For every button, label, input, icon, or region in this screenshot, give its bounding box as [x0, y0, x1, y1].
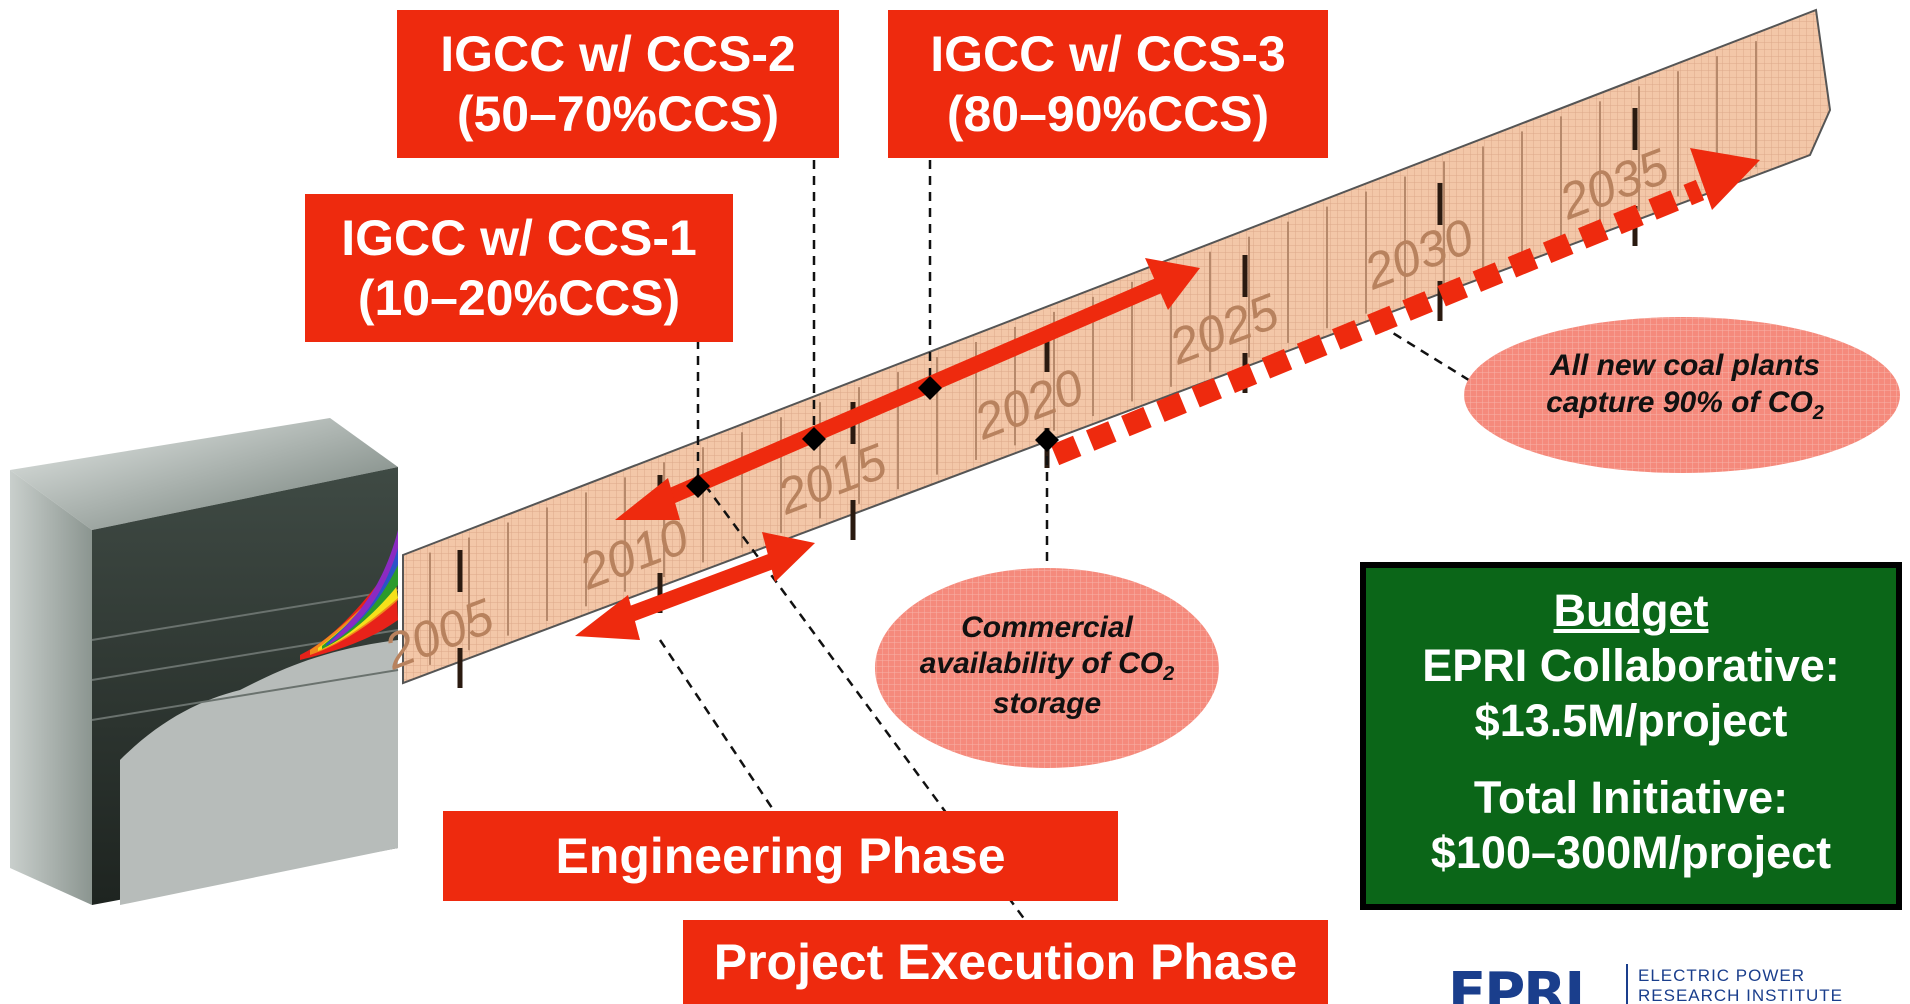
budget-collab-label: EPRI Collaborative:: [1422, 639, 1840, 691]
epri-logo-line1: ELECTRIC POWER: [1638, 966, 1806, 985]
engineering-phase-label: Engineering Phase: [443, 811, 1118, 901]
epri-logo-line2: RESEARCH INSTITUTE: [1638, 985, 1844, 1004]
milestone-ccs3-range: (80–90%CCS): [946, 86, 1270, 142]
capture-callout-text: All new coal plants capture 90% of CO2: [1546, 349, 1824, 424]
storage-callout-bubble: [875, 568, 1219, 768]
milestone-ccs1-range: (10–20%CCS): [357, 270, 681, 326]
capture-trend-arrow: [1050, 148, 1760, 466]
milestone-diamonds: [686, 376, 1059, 498]
milestone-ccs2-marker: [802, 427, 826, 451]
engineering-phase-arrow: [575, 532, 815, 640]
epri-logo: EPRI ELECTRIC POWER RESEARCH INSTITUTE: [1448, 962, 1868, 1004]
budget-total-value: $100–300M/project: [1430, 826, 1832, 878]
execution-phase-arrow: [615, 258, 1200, 520]
timeline-band: [402, 8, 1832, 685]
storage-milestone-marker: [1035, 428, 1059, 452]
budget-title: Budget: [1553, 585, 1709, 636]
execution-phase-label: Project Execution Phase: [683, 920, 1328, 1004]
milestone-ccs1-title: IGCC w/ CCS-1: [341, 210, 697, 266]
budget-collab-value: $13.5M/project: [1474, 694, 1788, 746]
cube-graphic: [10, 418, 399, 905]
milestone-ccs3-title: IGCC w/ CCS-3: [930, 26, 1286, 82]
milestone-ccs2-title: IGCC w/ CCS-2: [440, 26, 796, 82]
epri-logo-mark: EPRI: [1448, 962, 1585, 1004]
milestone-ccs2-range: (50–70%CCS): [456, 86, 780, 142]
milestone-ccs2-box: IGCC w/ CCS-2 (50–70%CCS): [397, 10, 839, 158]
budget-panel: Budget EPRI Collaborative: $13.5M/projec…: [1360, 562, 1902, 910]
milestone-ccs1-marker: [686, 474, 710, 498]
milestone-ccs3-marker: [918, 376, 942, 400]
budget-total-label: Total Initiative:: [1473, 771, 1789, 823]
milestone-ccs3-box: IGCC w/ CCS-3 (80–90%CCS): [888, 10, 1328, 158]
storage-callout-text: Commercial availability of CO2 storage: [919, 611, 1175, 720]
capture-callout-bubble: [1464, 317, 1900, 473]
milestone-ccs1-box: IGCC w/ CCS-1 (10–20%CCS): [305, 194, 733, 342]
